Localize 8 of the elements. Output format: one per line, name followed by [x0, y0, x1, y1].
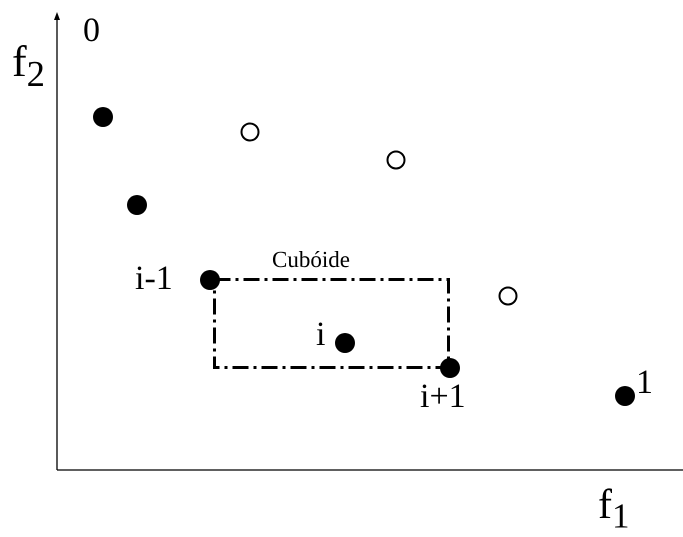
- axis-label: f$_{1}$: [598, 484, 630, 534]
- point-label: 0: [83, 14, 100, 48]
- point-label: 1: [636, 366, 653, 400]
- point-label: i-1: [135, 262, 173, 296]
- axis-label: f$_{2}$: [12, 40, 45, 92]
- point-label: i: [316, 318, 326, 352]
- point-label: i+1: [420, 380, 466, 414]
- box-title: Cubóide: [272, 248, 350, 271]
